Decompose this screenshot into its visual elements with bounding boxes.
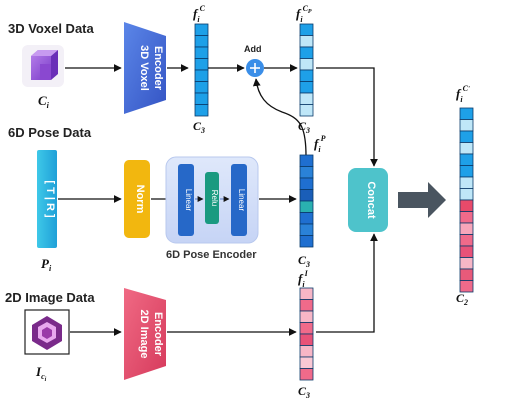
feature-cell [299, 177, 314, 190]
feature-cell [299, 58, 314, 71]
feature-cell [459, 165, 474, 178]
feature-cell [194, 23, 209, 36]
feature-cell [459, 188, 474, 201]
norm-block: Norm [124, 160, 150, 238]
feature-column-f-c [194, 23, 209, 117]
f-c-label: fiC [193, 4, 206, 24]
feature-cell [459, 268, 474, 281]
feature-cell [299, 345, 314, 358]
feature-cell [459, 130, 474, 143]
feature-cell [299, 92, 314, 105]
image-cube-icon [24, 309, 70, 355]
feature-cell [299, 368, 314, 381]
feature-cell [194, 35, 209, 48]
c3-label-4: C3 [298, 384, 310, 400]
arrow-fi-to-concat [316, 233, 378, 333]
feature-cell [194, 58, 209, 71]
feature-column-f-cp [299, 23, 314, 117]
feature-cell [299, 189, 314, 202]
feature-cell [299, 23, 314, 36]
c3-label-1: C3 [193, 119, 205, 135]
feature-cell [299, 299, 314, 312]
linear-label-1: Linear [184, 189, 193, 212]
feature-cell [299, 235, 314, 248]
voxel-encoder-label-1: 3D Voxel [138, 45, 150, 91]
relu-label: Relu [210, 190, 219, 206]
c-i-symbol: Ci [38, 93, 50, 110]
feature-cell [299, 287, 314, 300]
linear-block-1 [178, 164, 194, 236]
feature-cell [459, 176, 474, 189]
feature-cell [299, 81, 314, 94]
feature-cell [299, 310, 314, 323]
voxel-cube-icon [22, 45, 64, 87]
output-arrow [398, 182, 446, 218]
feature-cell [299, 333, 314, 346]
add-label: Add [244, 44, 262, 54]
pose-bar-text: [ T | R ] [44, 180, 56, 218]
feature-cell [459, 234, 474, 247]
pose-encoder-title: 6D Pose Encoder [166, 249, 257, 261]
add-node [246, 59, 264, 77]
feature-cell [299, 69, 314, 82]
pose-input-bar: [ T | R ] [37, 150, 57, 248]
feature-cell [299, 154, 314, 167]
feature-cell [194, 46, 209, 59]
f-cprime-label: fiC' [456, 84, 470, 104]
feature-cell [299, 46, 314, 59]
pose-data-title: 6D Pose Data [8, 125, 92, 140]
i-ci-symbol: Ici [35, 364, 47, 383]
concat-label: Concat [365, 181, 377, 219]
c2-label: C2 [456, 291, 468, 307]
feature-cell [299, 212, 314, 225]
relu-block [205, 172, 219, 224]
voxel-data-title: 3D Voxel Data [8, 21, 95, 36]
feature-cell [194, 104, 209, 117]
c3-label-2: C3 [298, 119, 310, 135]
f-cp-label: fiCP [296, 4, 312, 24]
feature-cell [299, 322, 314, 335]
norm-label: Norm [134, 185, 146, 214]
image-data-title: 2D Image Data [5, 290, 95, 305]
feature-cell [459, 107, 474, 120]
feature-cell [194, 69, 209, 82]
feature-column-f-p [299, 154, 314, 248]
feature-column-f-i [299, 287, 314, 381]
feature-cell [194, 81, 209, 94]
voxel-encoder-label-2: Encoder [152, 46, 164, 91]
feature-cell [459, 245, 474, 258]
feature-cell [459, 222, 474, 235]
linear-block-2 [231, 164, 247, 236]
feature-cell [459, 142, 474, 155]
feature-cell [299, 223, 314, 236]
arrow-fcp-to-concat [316, 67, 378, 167]
feature-cell [299, 356, 314, 369]
voxel-encoder: 3D Voxel Encoder [124, 22, 166, 114]
image-encoder-label-2: Encoder [152, 312, 164, 357]
feature-cell [459, 257, 474, 270]
feature-cell [299, 166, 314, 179]
feature-cell [459, 199, 474, 212]
c3-label-3: C3 [298, 253, 310, 269]
feature-cell [299, 35, 314, 48]
feature-cell [459, 280, 474, 293]
feature-cell [459, 211, 474, 224]
feature-cell [459, 153, 474, 166]
image-encoder-label-1: 2D Image [138, 310, 150, 359]
linear-label-2: Linear [237, 189, 246, 212]
image-encoder: 2D Image Encoder [124, 288, 166, 380]
feature-column-output [459, 107, 474, 293]
p-i-symbol: Pi [41, 256, 52, 273]
arrow-pose-feature-to-add [252, 78, 307, 157]
feature-cell [299, 200, 314, 213]
feature-cell [459, 119, 474, 132]
pose-encoder: Linear Relu Linear [165, 156, 259, 244]
f-i-label: fiI [298, 269, 309, 289]
feature-cell [194, 92, 209, 105]
concat-block: Concat [348, 168, 388, 232]
f-p-label: fiP [314, 134, 326, 154]
feature-cell [299, 104, 314, 117]
